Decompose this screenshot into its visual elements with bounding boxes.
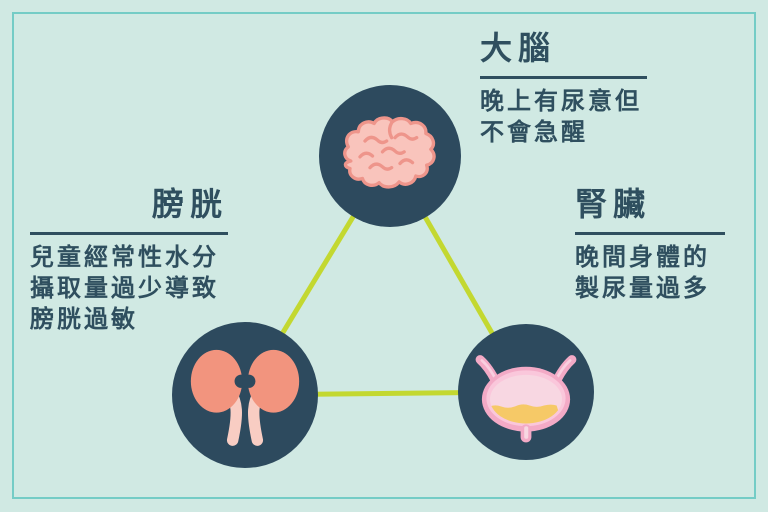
bladder-label-body: 兒童經常性水分 攝取量過少導致 膀胱過敏 — [30, 242, 228, 335]
brain-label-line: 晚上有尿意但 — [480, 88, 642, 115]
bladder-label-line: 膀胱過敏 — [30, 306, 138, 333]
bladder-icon — [475, 355, 577, 443]
brain-folds — [358, 121, 419, 171]
brain-circle — [319, 85, 461, 227]
kidney-title-underline — [575, 232, 725, 235]
kidneys-circle — [172, 322, 318, 468]
brain-label-body: 晚上有尿意但 不會急醒 — [480, 86, 660, 148]
bladder-label-title: 膀胱 — [151, 186, 228, 222]
brain-label-title: 大腦 — [480, 30, 557, 66]
kidney-label: 腎臟 晚間身體的 製尿量過多 — [575, 184, 740, 304]
brain-title-underline — [480, 76, 647, 79]
bladder-title-underline — [30, 232, 228, 235]
bladder-label-line: 攝取量過少導致 — [30, 275, 219, 302]
bladder-circle — [458, 324, 594, 460]
brain-icon — [343, 116, 436, 189]
bladder-label: 膀胱 兒童經常性水分 攝取量過少導致 膀胱過敏 — [30, 184, 228, 335]
kidney-label-line: 晚間身體的 — [575, 244, 710, 271]
kidney-label-body: 晚間身體的 製尿量過多 — [575, 242, 740, 304]
kidney-label-line: 製尿量過多 — [575, 275, 710, 302]
kidney-label-title: 腎臟 — [575, 186, 652, 222]
kidneys-icon — [190, 349, 300, 446]
brain-label-line: 不會急醒 — [480, 119, 588, 146]
bladder-label-line: 兒童經常性水分 — [30, 244, 219, 271]
brain-label: 大腦 晚上有尿意但 不會急醒 — [480, 28, 660, 148]
